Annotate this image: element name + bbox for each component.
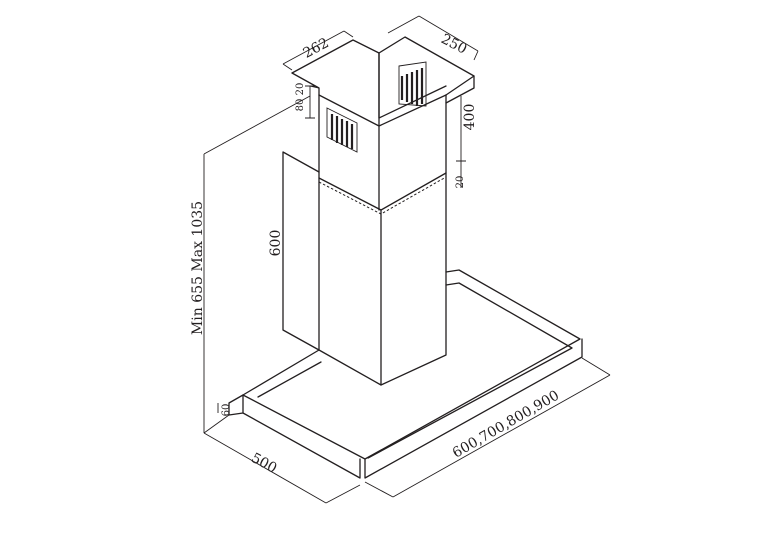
label-262: 262 bbox=[301, 35, 332, 62]
label-20-left: 20 bbox=[295, 83, 306, 96]
vent-slots-right-icon bbox=[400, 68, 424, 106]
canopy bbox=[228, 269, 583, 479]
chimney bbox=[291, 36, 475, 386]
label-20-right: 20 bbox=[455, 176, 466, 189]
dimension-labels: 262 250 400 20 20 80 600 Min 655 Max 103… bbox=[190, 31, 562, 477]
dimension-lines bbox=[203, 15, 611, 504]
label-total-height: Min 655 Max 1035 bbox=[190, 201, 206, 335]
label-400: 400 bbox=[462, 104, 478, 131]
label-60: 60 bbox=[221, 404, 232, 417]
label-80: 80 bbox=[295, 99, 306, 112]
label-500: 500 bbox=[248, 450, 279, 477]
vent-slots-left-icon bbox=[330, 114, 354, 149]
label-600: 600 bbox=[268, 230, 284, 257]
wall-panel bbox=[282, 151, 320, 351]
label-250: 250 bbox=[438, 31, 469, 57]
